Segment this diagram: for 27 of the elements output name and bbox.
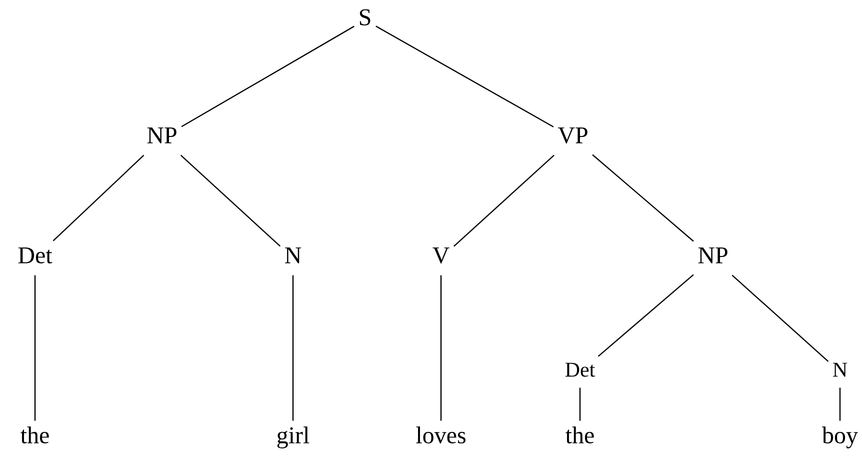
branch-line: [592, 154, 694, 242]
branch-line: [180, 154, 281, 247]
tree-label: Det: [18, 247, 52, 264]
tree-label: boy: [822, 426, 858, 448]
tree-label: VP: [558, 127, 588, 144]
branch-line: [292, 275, 294, 421]
branch-line: [34, 275, 36, 421]
tree-label: Det: [565, 362, 596, 377]
tree-label: the: [566, 426, 594, 444]
branch-line: [579, 388, 581, 421]
branch-line: [376, 26, 554, 128]
tree-label: N: [833, 362, 848, 377]
branch-line: [181, 26, 354, 128]
branch-line: [732, 274, 829, 362]
tree-label: girl: [277, 426, 310, 448]
tree-label: the: [20, 426, 49, 444]
branch-line: [52, 154, 144, 242]
branch-line: [440, 275, 442, 421]
tree-label: NP: [147, 127, 176, 144]
tree-label: V: [432, 247, 450, 264]
tree-label: N: [285, 247, 302, 264]
tree-label: S: [360, 9, 370, 26]
branch-line: [453, 154, 554, 247]
branch-line: [598, 274, 694, 357]
tree-label: loves: [416, 426, 466, 444]
tree-label: NP: [698, 247, 728, 264]
branch-line: [839, 388, 841, 421]
